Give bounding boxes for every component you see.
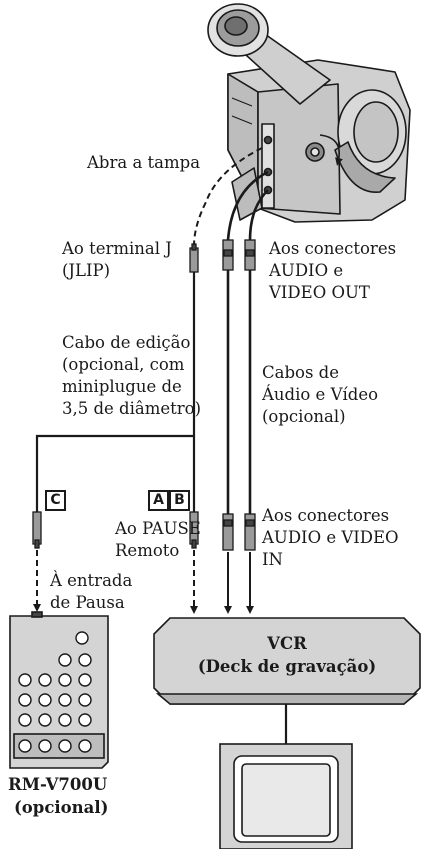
television-icon — [219, 743, 353, 849]
marker-a: A — [148, 490, 169, 511]
plug-icon — [189, 239, 256, 273]
vcr-deck-icon — [153, 617, 421, 705]
marker-c: C — [45, 490, 66, 511]
vcr-title: VCR — [267, 634, 307, 653]
remote-model-label: RM-V700U — [8, 775, 108, 794]
pause-input-label: À entrada de Pausa — [50, 571, 133, 612]
remote-pause-label: Ao PAUSE Remoto — [115, 519, 201, 560]
camcorder-icon — [207, 3, 411, 223]
edit-cable-label: Cabo de edição (opcional, com miniplugue… — [62, 333, 202, 418]
jlip-terminal-label: Ao terminal J (JLIP) — [62, 239, 172, 280]
av-cables-label: Cabos de Áudio e Vídeo (opcional) — [262, 363, 379, 426]
open-cover-label: Abra a tampa — [87, 153, 201, 172]
audio-video-in-label: Aos conectores AUDIO e VIDEO IN — [262, 506, 399, 569]
camcorder-cables — [193, 147, 269, 247]
marker-b: B — [169, 490, 190, 511]
plug-icon — [32, 511, 256, 551]
connection-arrows — [33, 550, 254, 614]
vcr-subtitle: (Deck de gravação) — [197, 657, 377, 676]
remote-optional-label: (opcional) — [14, 798, 109, 817]
audio-video-out-label: Aos conectores AUDIO e VIDEO OUT — [269, 239, 397, 302]
remote-control-icon — [9, 611, 109, 769]
vertical-cables — [35, 270, 252, 514]
